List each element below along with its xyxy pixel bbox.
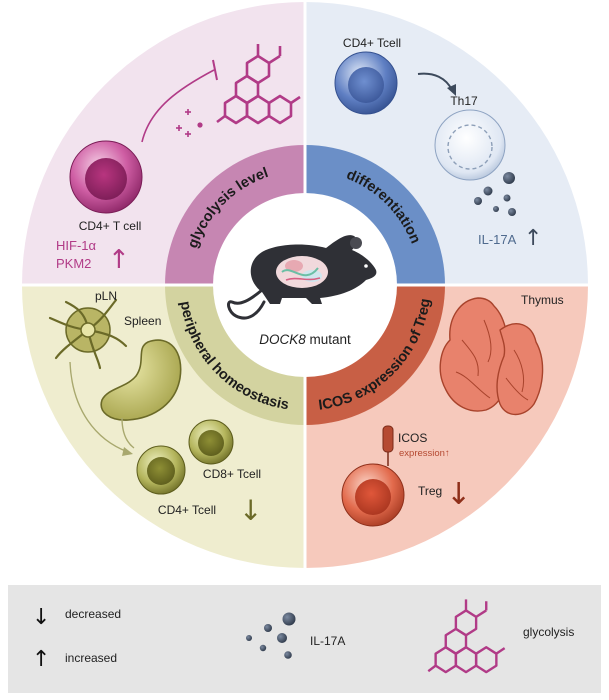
increase-arrow-icon-blue: ↑ (524, 226, 542, 251)
treg-panel: Thymus ICOS expression↑ Treg ↓ (341, 293, 564, 527)
decrease-arrow-icon-olive: ↓ (239, 494, 262, 527)
spleen-label: Spleen (124, 314, 161, 328)
legend: ↓ decreased ↑ increased IL-17A glycolysi… (8, 585, 601, 693)
increase-arrow-icon: ↑ (108, 245, 130, 275)
glycolysis-particles (176, 109, 203, 137)
thymus-label: Thymus (521, 293, 564, 307)
icos-receptor (382, 425, 394, 453)
legend-decreased-label: decreased (65, 607, 121, 621)
th17-cell (434, 109, 506, 181)
mouse-icon (227, 235, 377, 320)
pln-label: pLN (95, 289, 117, 303)
icos-label: ICOS (398, 431, 427, 445)
lymph-node-icon (48, 298, 128, 370)
cd4-t-cell-label: CD4+ T cell (79, 219, 142, 233)
legend-decreased-arrow-icon: ↓ (32, 605, 50, 630)
cd4-tcell-label-blue: CD4+ Tcell (343, 36, 401, 50)
hif1a-label: HIF-1α (56, 238, 97, 253)
legend-increased-label: increased (65, 651, 117, 665)
legend-il17a-label: IL-17A (310, 634, 345, 648)
glycolysis-panel: CD4+ T cell HIF-1α PKM2 ↑ (56, 42, 302, 275)
legend-increased-arrow-icon: ↑ (32, 647, 50, 672)
migration-arrow-2 (121, 417, 135, 449)
spleen-icon (100, 339, 182, 421)
cd4-tcell-label-olive: CD4+ Tcell (158, 503, 216, 517)
differentiation-panel: CD4+ Tcell Th17 IL-17A ↑ (334, 36, 542, 251)
migration-arrow-1 (69, 361, 129, 453)
legend-glycolysis-label: glycolysis (523, 625, 574, 639)
treg-label: Treg (418, 484, 442, 498)
il17a-label-panel: IL-17A (478, 232, 517, 247)
mouse-label: DOCK8 mutant (259, 332, 351, 347)
inhibition-line (141, 69, 215, 143)
expression-label: expression↑ (399, 448, 450, 459)
pkm2-label: PKM2 (56, 256, 91, 271)
decrease-arrow-icon-red: ↓ (446, 477, 471, 512)
th17-label: Th17 (450, 94, 478, 108)
legend-il17a-dots-icon (246, 612, 296, 659)
thymus-icon (439, 297, 544, 416)
legend-background (8, 585, 601, 693)
cd8-tcell-label: CD8+ Tcell (203, 467, 261, 481)
il17a-dots (474, 172, 516, 216)
homeostasis-panel: pLN Spleen CD8+ Tcell CD4+ Tcell ↓ (48, 289, 262, 527)
